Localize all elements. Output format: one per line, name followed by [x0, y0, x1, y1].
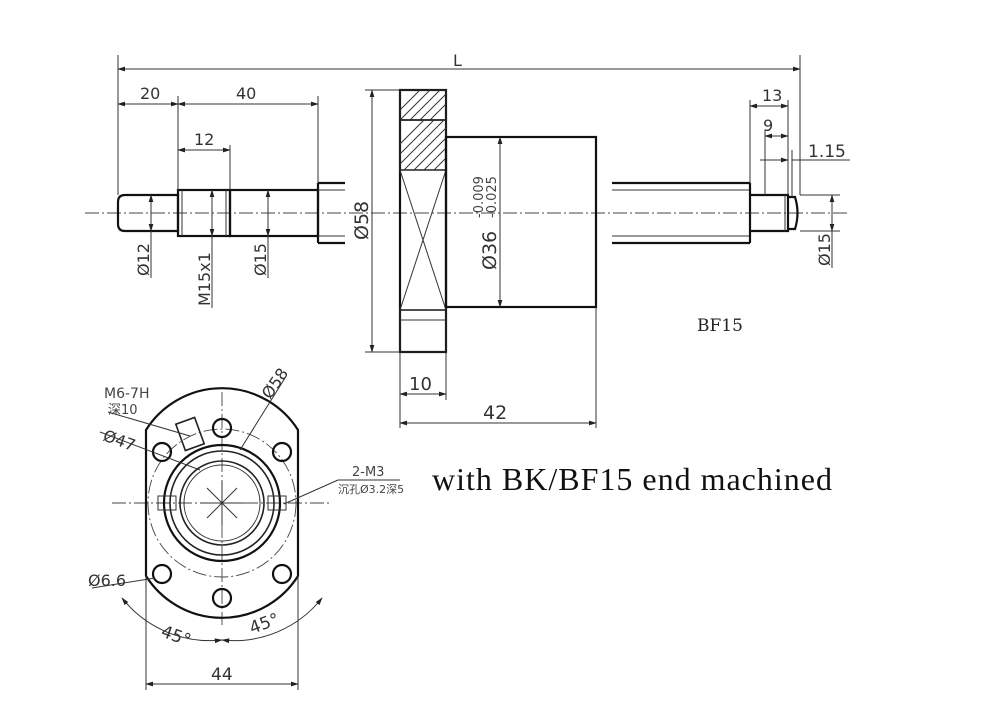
dim-l-label: L — [453, 51, 462, 70]
angle-arc-left — [121, 597, 223, 644]
dim-d58-side-label: Ø58 — [351, 201, 373, 240]
dim-9-label: 9 — [763, 116, 773, 135]
bolt-circle — [147, 428, 297, 578]
nut-body — [444, 135, 598, 309]
dim-d12-label: Ø12 — [134, 243, 153, 276]
tol-upper-label: -0.009 — [472, 176, 487, 218]
journal-right — [750, 193, 790, 233]
side-view: L 20 40 12 Ø12 M15x1 Ø15 Ø58 Ø36 -0.009 … — [85, 51, 850, 428]
angle-right-label: 45° — [247, 610, 282, 639]
end-type-label: BF15 — [697, 316, 743, 336]
dim-d15-left-label: Ø15 — [251, 243, 270, 276]
thread-note-label: M6-7H — [104, 386, 149, 402]
dim-d36-label: Ø36 — [479, 231, 501, 270]
dim-d6-6-label: Ø6.6 — [88, 571, 126, 590]
dim-44-label: 44 — [211, 665, 233, 685]
angle-left-label: 45° — [158, 622, 193, 651]
front-view: M6-7H 深10 Ø58 Ø47 2-M3 沉孔Ø3.2深5 Ø6.6 45°… — [88, 364, 404, 690]
depth-note-label: 深10 — [108, 403, 138, 418]
dim-12-label: 12 — [194, 130, 214, 149]
dim-20-label: 20 — [140, 84, 160, 103]
bolt-hole — [211, 417, 233, 439]
dim-d47-label: Ø47 — [101, 426, 138, 455]
center-mark — [200, 481, 244, 525]
screw-note-label: 2-M3 — [352, 465, 384, 480]
dim-42-label: 42 — [483, 402, 507, 424]
dim-10-label: 10 — [409, 374, 432, 395]
bolt-hole — [271, 441, 293, 463]
journal-d12 — [116, 193, 180, 233]
dim-m15-label: M15x1 — [195, 252, 214, 306]
angle-arc-right — [221, 597, 323, 644]
bolt-hole — [271, 563, 293, 585]
dim-13-label: 13 — [762, 86, 782, 105]
dim-1-15-label: 1.15 — [808, 142, 846, 162]
dim-d58-front-label: Ø58 — [258, 364, 292, 402]
tol-lower-label: -0.025 — [485, 176, 500, 218]
counterbore-note-label: 沉孔Ø3.2深5 — [338, 483, 404, 496]
bolt-hole — [151, 563, 173, 585]
screw-shaft-left — [316, 181, 345, 245]
hatch-cutaway — [399, 119, 447, 171]
nut-flange — [398, 88, 448, 354]
dim-40-label: 40 — [236, 84, 256, 103]
nut-body-circle — [162, 443, 282, 563]
hatch-top — [399, 89, 447, 121]
dim-d15-right-label: Ø15 — [815, 233, 834, 266]
caption-text: with BK/BF15 end machined — [432, 461, 833, 497]
